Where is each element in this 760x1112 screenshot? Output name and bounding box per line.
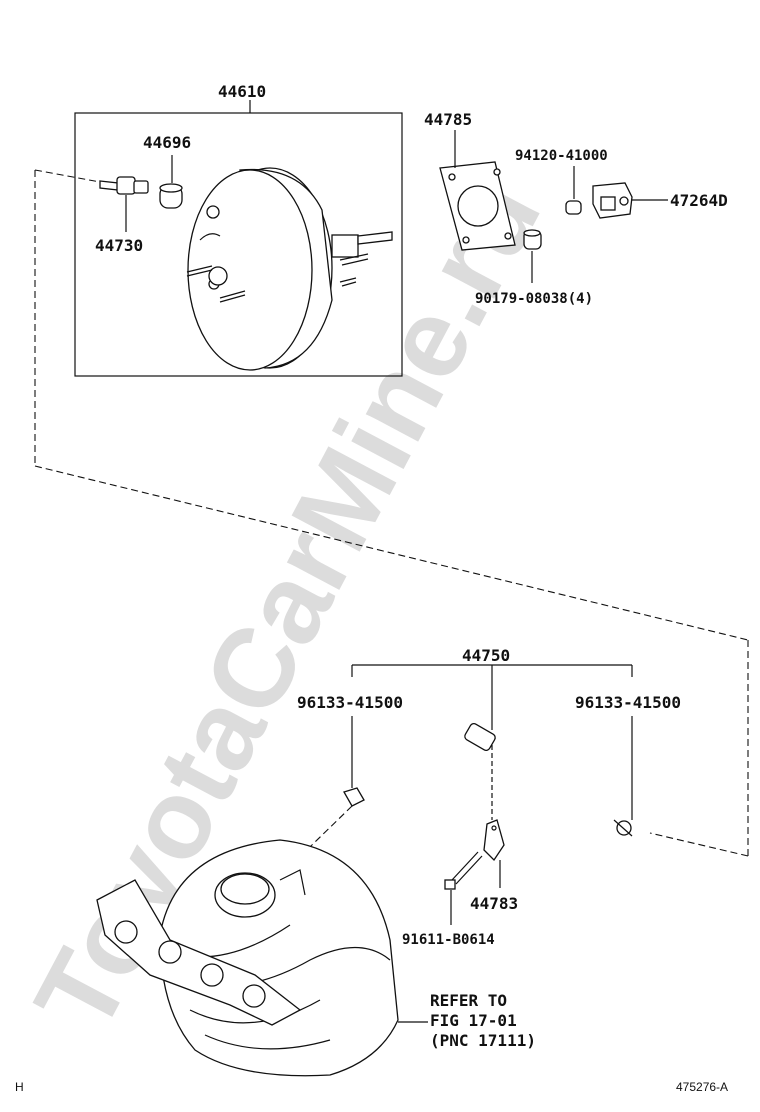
hose-assembly-bracket	[351, 664, 633, 730]
bracket[interactable]	[592, 182, 633, 219]
bracket-label[interactable]: 47264D	[670, 191, 728, 210]
intake-manifold[interactable]	[96, 839, 399, 1077]
gasket-label[interactable]: 44785	[424, 110, 472, 129]
booster-nut[interactable]	[523, 229, 542, 250]
gasket[interactable]	[439, 161, 516, 251]
footer-left-mark: H	[15, 1080, 24, 1094]
bolt-label[interactable]: 91611-B0614	[402, 932, 495, 948]
hose-clip-left[interactable]	[343, 787, 365, 807]
reference-note-line3[interactable]: (PNC 17111)	[430, 1031, 536, 1050]
reference-note-line1: REFER TO	[430, 991, 507, 1010]
hose-clamp-label[interactable]: 44783	[470, 894, 518, 913]
nut-label[interactable]: 94120-41000	[515, 148, 608, 164]
nut[interactable]	[565, 200, 582, 215]
vacuum-hose[interactable]	[366, 721, 606, 829]
booster-assembly-frame	[74, 100, 403, 377]
booster-assembly-label[interactable]: 44610	[218, 82, 266, 101]
check-valve[interactable]	[99, 176, 149, 195]
check-valve-label[interactable]: 44730	[95, 236, 143, 255]
check-valve-grommet[interactable]	[159, 183, 183, 209]
bolt[interactable]	[444, 851, 483, 890]
hose-assembly-label[interactable]: 44750	[462, 646, 510, 665]
brake-booster[interactable]	[186, 167, 393, 371]
hose-clip-right[interactable]	[613, 819, 633, 837]
connection-dashed-lines	[34, 169, 749, 879]
hose-clamp[interactable]	[483, 819, 505, 862]
reference-note-line2: FIG 17-01	[430, 1011, 517, 1030]
diagram-id: 475276-A	[676, 1080, 728, 1094]
hose-clip-right-label[interactable]: 96133-41500	[575, 693, 681, 712]
hose-clip-left-label[interactable]: 96133-41500	[297, 693, 403, 712]
check-valve-grommet-label[interactable]: 44696	[143, 133, 191, 152]
booster-nut-label[interactable]: 90179-08038(4)	[475, 291, 593, 307]
